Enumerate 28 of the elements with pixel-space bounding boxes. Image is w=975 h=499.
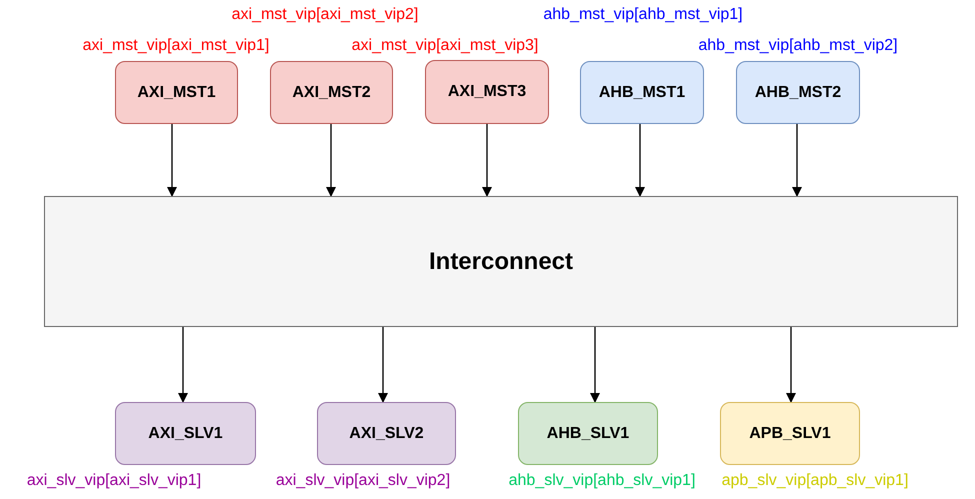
component-box: APB_SLV1 bbox=[720, 402, 860, 465]
arrow bbox=[786, 327, 796, 403]
instance-label: axi_slv_vip[axi_slv_vip2] bbox=[276, 472, 450, 490]
component-box: AHB_MST2 bbox=[736, 61, 860, 124]
instance-label: axi_mst_vip[axi_mst_vip3] bbox=[352, 37, 538, 55]
arrow bbox=[378, 327, 388, 403]
instance-label: apb_slv_vip[apb_slv_vip1] bbox=[722, 472, 908, 490]
instance-label: ahb_mst_vip[ahb_mst_vip1] bbox=[543, 6, 743, 24]
component-box: AXI_MST1 bbox=[115, 61, 238, 124]
arrow bbox=[590, 327, 600, 403]
interconnect-block: Interconnect bbox=[44, 196, 958, 327]
arrow bbox=[326, 124, 336, 197]
arrow bbox=[635, 124, 645, 197]
arrow bbox=[178, 327, 188, 403]
component-box: AXI_SLV1 bbox=[115, 402, 256, 465]
instance-label: axi_mst_vip[axi_mst_vip1] bbox=[82, 37, 270, 55]
component-box: AXI_MST2 bbox=[270, 61, 393, 124]
component-box: AHB_MST1 bbox=[580, 61, 704, 124]
instance-label: ahb_slv_vip[ahb_slv_vip1] bbox=[508, 472, 696, 490]
component-box: AHB_SLV1 bbox=[518, 402, 658, 465]
instance-label: axi_mst_vip[axi_mst_vip2] bbox=[232, 6, 418, 24]
component-box: AXI_MST3 bbox=[425, 60, 549, 124]
instance-label: axi_slv_vip[axi_slv_vip1] bbox=[26, 472, 202, 490]
instance-label: ahb_mst_vip[ahb_mst_vip2] bbox=[698, 37, 898, 55]
arrow bbox=[167, 124, 177, 197]
arrow bbox=[792, 124, 802, 197]
component-box: AXI_SLV2 bbox=[317, 402, 456, 465]
arrow bbox=[482, 124, 492, 197]
